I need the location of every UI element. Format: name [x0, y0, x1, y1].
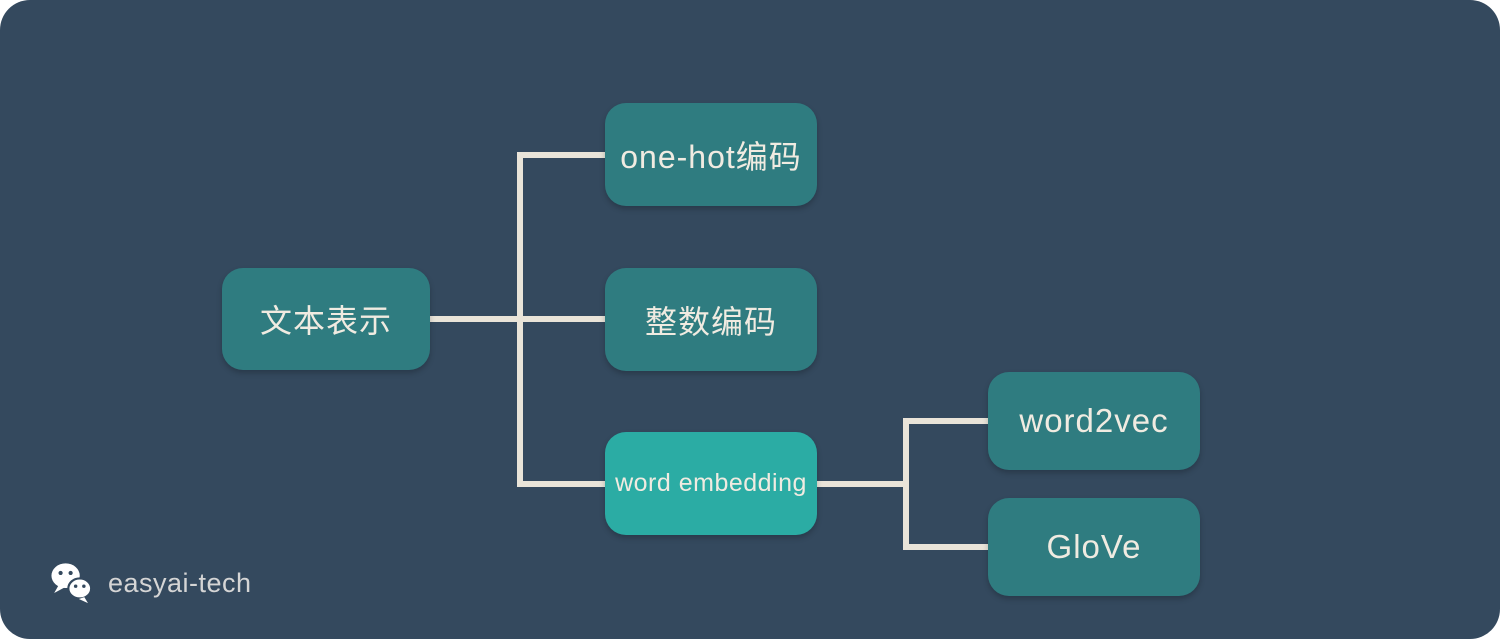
node-word-embedding: word embedding: [605, 432, 817, 535]
connector-branch-embedding: [517, 481, 605, 487]
node-word2vec: word2vec: [988, 372, 1200, 470]
node-one-hot-encoding: one-hot编码: [605, 103, 817, 206]
connector-left-trunk: [517, 152, 523, 487]
connector-right-trunk: [903, 418, 909, 550]
watermark: easyai-tech: [50, 562, 252, 604]
connector-branch-word2vec: [903, 418, 988, 424]
connector-embedding-to-trunk: [816, 481, 909, 487]
node-glove: GloVe: [988, 498, 1200, 596]
wechat-icon: [51, 563, 93, 604]
node-text-representation: 文本表示: [222, 268, 430, 370]
connector-branch-onehot: [517, 152, 605, 158]
connector-branch-glove: [903, 544, 988, 550]
node-integer-encoding: 整数编码: [605, 268, 817, 371]
watermark-label: easyai-tech: [108, 567, 252, 598]
